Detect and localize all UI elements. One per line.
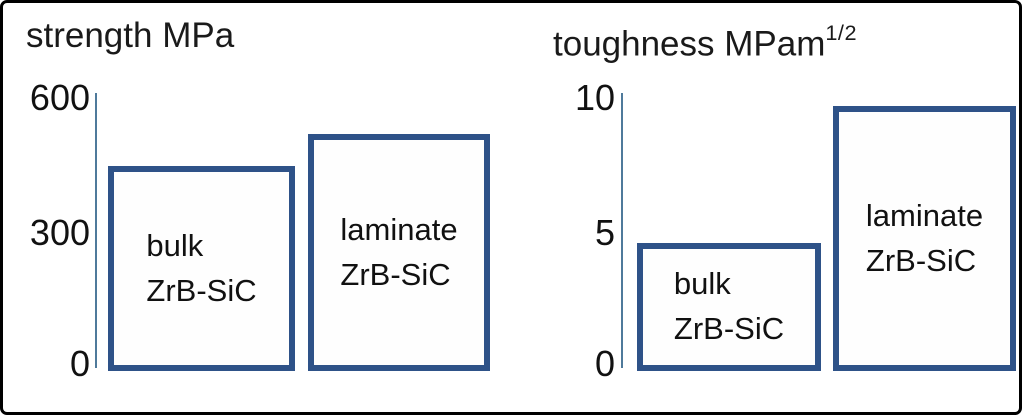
- toughness-plot-area: bulk ZrB-SiC laminate ZrB-SiC: [623, 98, 1020, 371]
- strength-plot-area: bulk ZrB-SiC laminate ZrB-SiC: [96, 98, 496, 371]
- bar-label-line1: bulk: [673, 266, 731, 302]
- bar-label-line1: laminate: [340, 211, 458, 247]
- toughness-bar-bulk-label: bulk ZrB-SiC: [674, 262, 784, 352]
- bar-label-line2: ZrB-SiC: [673, 311, 785, 346]
- strength-bar-laminate: laminate ZrB-SiC: [308, 134, 490, 371]
- strength-y-axis-line: [95, 93, 97, 368]
- bar-label-line2: ZrB-SiC: [865, 242, 977, 278]
- bar-label-line1: laminate: [865, 197, 984, 233]
- toughness-ytick-5: 5: [594, 212, 615, 253]
- strength-ytick-600: 600: [29, 77, 90, 118]
- bar-label-line2: ZrB-SiC: [146, 272, 257, 308]
- toughness-bar-laminate: laminate ZrB-SiC: [833, 106, 1016, 371]
- toughness-y-axis-line: [621, 93, 623, 368]
- bar-label-line1: bulk: [146, 227, 204, 263]
- strength-bar-bulk: bulk ZrB-SiC: [108, 166, 295, 371]
- toughness-title-base: toughness MPam: [553, 24, 826, 64]
- toughness-ytick-10: 10: [574, 77, 615, 118]
- toughness-bar-bulk: bulk ZrB-SiC: [637, 243, 821, 371]
- bar-label-line2: ZrB-SiC: [340, 256, 451, 292]
- strength-bar-bulk-label: bulk ZrB-SiC: [146, 224, 256, 314]
- strength-chart-title: strength MPa: [26, 16, 235, 55]
- strength-ytick-0: 0: [69, 343, 90, 384]
- strength-ytick-300: 300: [29, 212, 90, 253]
- toughness-chart-title: toughness MPam1/2: [553, 16, 857, 65]
- toughness-ytick-0: 0: [594, 343, 615, 384]
- strength-bar-laminate-label: laminate ZrB-SiC: [340, 208, 457, 298]
- toughness-bar-laminate-label: laminate ZrB-SiC: [866, 194, 983, 284]
- toughness-title-superscript: 1/2: [825, 19, 858, 45]
